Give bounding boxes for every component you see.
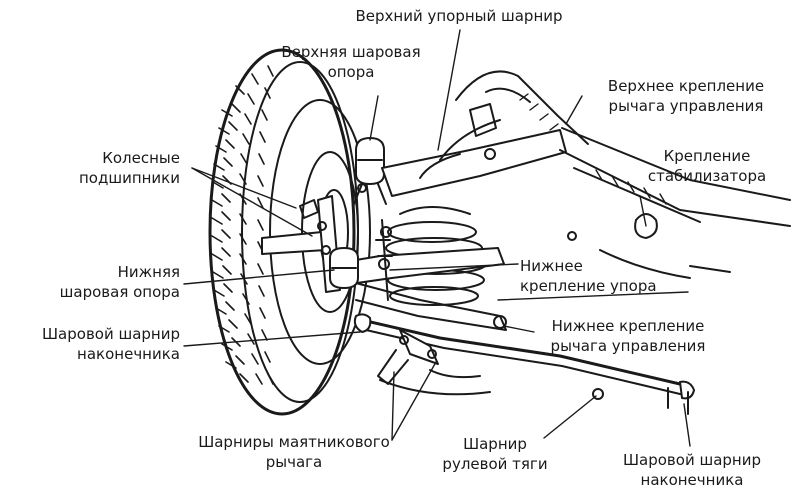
strut-rod <box>375 219 393 301</box>
label-stabilizer-mount: Крепление стабилизатора <box>622 146 792 186</box>
label-upper-ball-joint-line-2: опора <box>327 63 375 81</box>
label-idler-arm-joints-line-1: Шарниры маятникового <box>198 433 390 451</box>
label-tie-rod-joint: Шарнир рулевой тяги <box>430 434 560 474</box>
label-lower-strut-mount-line-1: Нижнее <box>520 257 583 275</box>
label-wheel-bearings: Колесные подшипники <box>60 148 180 188</box>
label-lower-strut-mount-line-2: крепление упора <box>520 277 657 295</box>
frame <box>455 70 791 279</box>
label-lower-control-arm-mount: Нижнее крепление рычага управления <box>528 316 728 356</box>
label-lower-ball-joint-line-1: Нижняя <box>117 263 180 281</box>
steering-knuckle <box>261 195 341 293</box>
label-stabilizer-mount-line-2: стабилизатора <box>647 167 767 185</box>
label-tie-rod-end-ball-joint-left-line-1: Шаровой шарнир <box>42 325 180 343</box>
upper-ball-joint <box>353 137 387 205</box>
label-upper-ball-joint-line-1: Верхняя шаровая <box>281 43 421 61</box>
label-upper-control-arm-mount: Верхнее крепление рычага управления <box>586 76 786 116</box>
label-tie-rod-joint-line-1: Шарнир <box>463 435 527 453</box>
label-idler-arm-joints: Шарниры маятникового рычага <box>186 432 402 472</box>
label-idler-arm-joints-line-2: рычага <box>265 453 323 471</box>
lower-ball-joint <box>329 247 359 289</box>
label-lower-ball-joint-line-2: шаровая опора <box>59 283 180 301</box>
label-wheel-bearings-line-2: подшипники <box>78 169 180 187</box>
idler-arm <box>377 329 491 396</box>
label-tie-rod-end-ball-joint-left: Шаровой шарнир наконечника <box>4 324 180 364</box>
leader-lines <box>183 29 691 447</box>
label-lower-strut-mount: Нижнее крепление упора <box>520 256 710 296</box>
tire <box>208 48 371 416</box>
label-tie-rod-end-ball-joint-left-line-2: наконечника <box>77 345 180 363</box>
label-upper-strut-joint-line-1: Верхний упорный шарнир <box>355 7 563 25</box>
label-tie-rod-joint-line-2: рулевой тяги <box>442 455 548 473</box>
label-upper-ball-joint: Верхняя шаровая опора <box>256 42 446 82</box>
label-tie-rod-end-ball-joint-right-line-2: наконечника <box>640 471 744 489</box>
label-upper-control-arm-mount-line-1: Верхнее крепление <box>607 77 765 95</box>
label-upper-strut-joint: Верхний упорный шарнир <box>334 6 584 26</box>
label-lower-control-arm-mount-line-2: рычага управления <box>550 337 706 355</box>
label-tie-rod-end-ball-joint-right-line-1: Шаровой шарнир <box>623 451 761 469</box>
label-wheel-bearings-line-1: Колесные <box>102 149 180 167</box>
label-stabilizer-mount-line-1: Крепление <box>663 147 751 165</box>
label-lower-ball-joint: Нижняя шаровая опора <box>50 262 180 302</box>
label-upper-control-arm-mount-line-2: рычага управления <box>608 97 764 115</box>
label-lower-control-arm-mount-line-1: Нижнее крепление <box>551 317 705 335</box>
tie-rod <box>353 313 695 415</box>
label-tie-rod-end-ball-joint-right: Шаровой шарнир наконечника <box>602 450 782 490</box>
